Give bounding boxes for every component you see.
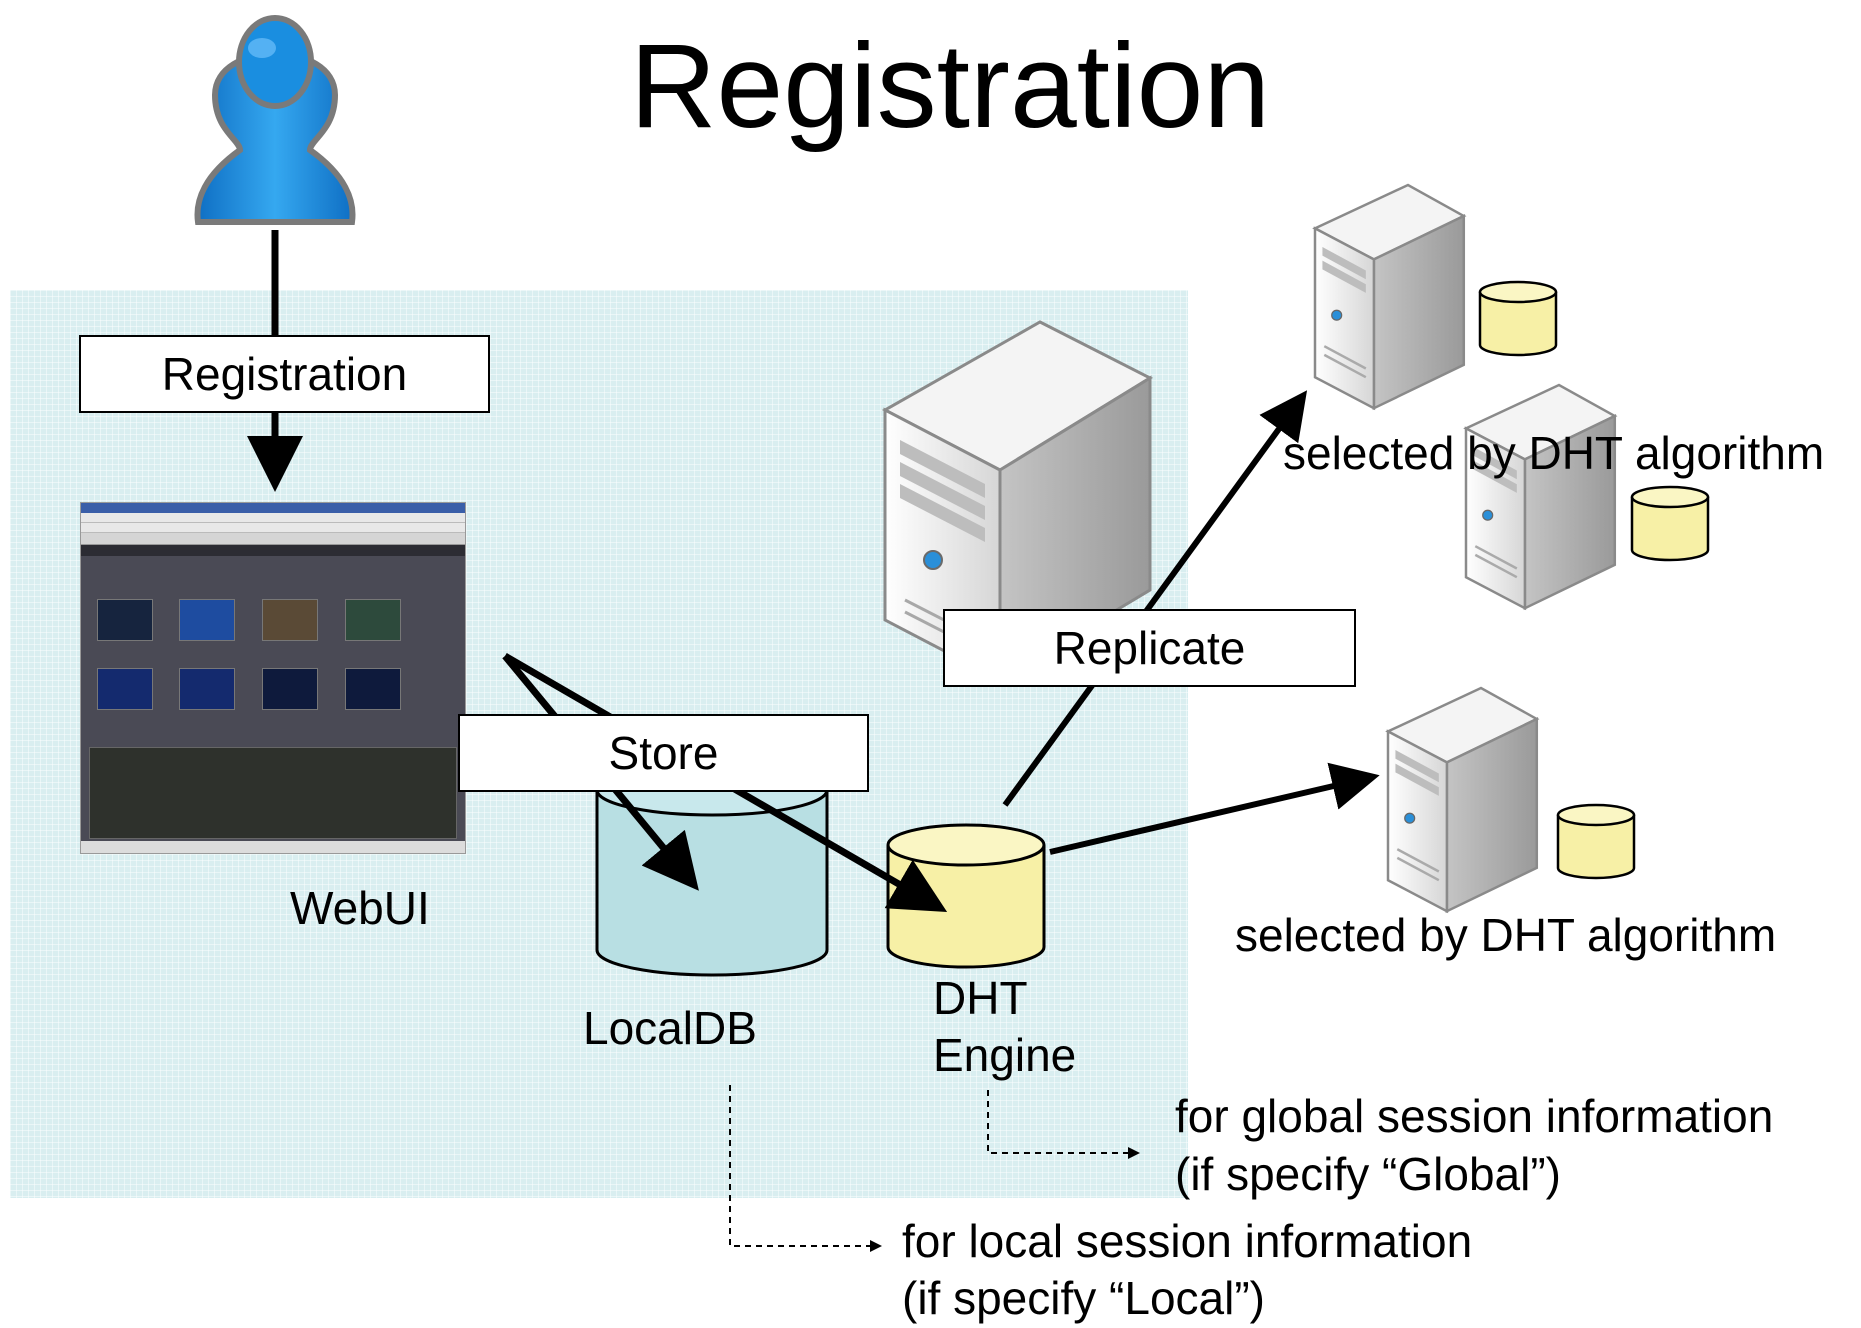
selected-by-dht-label-top: selected by DHT algorithm xyxy=(1283,427,1825,479)
thumbnail xyxy=(345,668,401,710)
global-dashed-connector xyxy=(987,1090,1140,1159)
global-info-label-line1: for global session information xyxy=(1175,1090,1774,1142)
thumbnail xyxy=(262,668,318,710)
remote-db-icon-1 xyxy=(1478,280,1558,357)
dht-engine-label-line1: DHT xyxy=(933,972,1028,1024)
localdb-label: LocalDB xyxy=(583,1002,757,1054)
user-icon xyxy=(194,15,356,225)
local-dashed-connector xyxy=(729,1085,882,1252)
webui-screenshot xyxy=(80,502,466,854)
remote-db-icon-2 xyxy=(1630,485,1710,562)
thumbnail xyxy=(179,599,235,641)
local-info-label-line2: (if specify “Local”) xyxy=(902,1272,1265,1324)
registration-box: Registration xyxy=(79,335,490,413)
thumbnail xyxy=(179,668,235,710)
store-box: Store xyxy=(458,714,869,792)
thumbnail xyxy=(262,599,318,641)
thumbnail xyxy=(97,668,153,710)
remote-server-icon-2 xyxy=(1463,383,1618,611)
dht-engine-db-icon xyxy=(886,823,1046,969)
localdb-icon xyxy=(595,763,829,977)
remote-server-icon-3 xyxy=(1385,686,1540,914)
remote-server-icon-1 xyxy=(1312,183,1467,411)
thumbnail xyxy=(345,599,401,641)
remote-db-icon-3 xyxy=(1556,803,1636,880)
thumbnail xyxy=(97,599,153,641)
webui-label: WebUI xyxy=(290,882,430,934)
replicate-arrow-top xyxy=(1002,390,1308,807)
local-info-label-line1: for local session information xyxy=(902,1215,1473,1267)
dht-engine-label-line2: Engine xyxy=(933,1029,1077,1081)
global-info-label-line2: (if specify “Global”) xyxy=(1175,1148,1561,1200)
replicate-box: Replicate xyxy=(943,609,1356,687)
selected-by-dht-label-bottom: selected by DHT algorithm xyxy=(1235,909,1777,961)
replicate-arrow-bottom xyxy=(1049,762,1380,855)
page-title: Registration xyxy=(629,19,1271,153)
